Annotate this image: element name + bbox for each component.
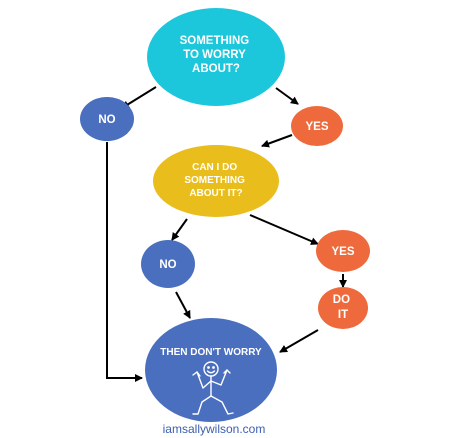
node-label-line: SOMETHING	[184, 175, 245, 186]
svg-text:CAN I DO SOMETHING: CAN I DO SOMETHING ABOUT IT?	[184, 162, 247, 199]
node-label-line: SOMETHING	[180, 35, 250, 47]
node-label-line: THEN DON'T WORRY	[160, 347, 262, 358]
edge-doit-dontworry	[279, 329, 319, 353]
edge-worry-yes	[275, 87, 299, 105]
svg-text:NO: NO	[98, 114, 115, 126]
node-no-middle: NO	[141, 240, 195, 288]
node-shape	[291, 106, 343, 146]
node-label-line: ABOUT IT?	[189, 188, 242, 199]
node-shape	[318, 287, 368, 329]
node-shape	[141, 240, 195, 288]
node-label-line: NO	[98, 114, 115, 126]
svg-text:SOMETHING TO WORRY: SOMETHING TO WORRY ABOUT?	[180, 35, 253, 75]
node-then-dont-worry: THEN DON'T WORRY	[145, 318, 277, 422]
credit-url: iamsallywilson.com	[163, 422, 266, 436]
node-label-line: ABOUT?	[192, 63, 240, 75]
svg-text:YES: YES	[331, 246, 354, 258]
svg-text:YES: YES	[305, 121, 328, 133]
node-shape	[145, 318, 277, 422]
stick-figure-icon	[192, 361, 234, 415]
edge-no-left-to-dontworry	[106, 142, 143, 382]
svg-text:DO IT: DO IT	[333, 294, 353, 321]
edge-worry-no	[121, 86, 157, 109]
svg-text:THEN DON'T WORRY: THEN DON'T WORRY	[160, 347, 262, 358]
node-shape	[316, 230, 370, 272]
node-can-i-do: CAN I DO SOMETHING ABOUT IT?	[153, 145, 279, 217]
node-label-line: TO WORRY	[183, 49, 246, 61]
node-label-line: IT	[338, 309, 348, 321]
node-yes-top: YES	[291, 106, 343, 146]
node-label-line: NO	[159, 259, 176, 271]
edge-cando-yes	[249, 214, 319, 245]
node-shape	[153, 145, 279, 217]
edge-no-dontworry	[175, 291, 191, 319]
edge-yes-cando	[261, 134, 293, 148]
node-label-line: YES	[305, 121, 328, 133]
node-label-line: YES	[331, 246, 354, 258]
node-shape	[147, 8, 285, 106]
edges	[106, 86, 347, 382]
node-shape	[80, 97, 134, 141]
node-do-it: DO IT	[318, 287, 368, 329]
edge-cando-no	[171, 218, 188, 241]
svg-text:NO: NO	[159, 259, 176, 271]
node-yes-middle: YES	[316, 230, 370, 272]
node-label-line: DO	[333, 294, 350, 306]
node-no-top: NO	[80, 97, 134, 141]
node-something-to-worry: SOMETHING TO WORRY ABOUT?	[147, 8, 285, 106]
node-label-line: CAN I DO	[192, 162, 237, 173]
